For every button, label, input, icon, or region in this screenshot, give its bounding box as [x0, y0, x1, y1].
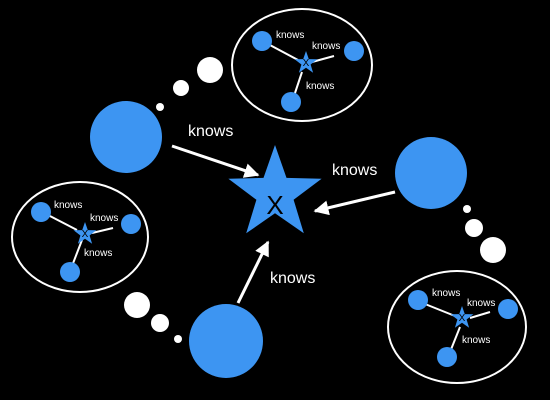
cluster-center-label: X	[82, 229, 89, 240]
bubble	[174, 335, 182, 343]
cluster-edge-label: knows	[467, 298, 495, 309]
node-right	[395, 137, 467, 209]
cluster-edge	[424, 303, 456, 317]
bubble	[465, 219, 483, 237]
cluster-center-star	[294, 51, 318, 73]
cluster-center-star	[73, 222, 97, 244]
cluster-node	[121, 214, 141, 234]
cluster-node	[408, 290, 428, 310]
bubble	[156, 103, 164, 111]
edge-right-to-x	[313, 190, 396, 216]
node-bottom	[189, 304, 263, 378]
cluster-bottom-right: X knows knows knows	[387, 270, 527, 384]
cluster-outline	[387, 270, 527, 384]
cluster-edge-label: knows	[276, 30, 304, 41]
bubble	[463, 205, 471, 213]
cluster-edge-label: knows	[54, 200, 82, 211]
cluster-top: X knows knows knows	[231, 8, 373, 122]
cluster-edge-label: knows	[306, 81, 334, 92]
edge-label-right: knows	[332, 162, 377, 179]
bubble	[173, 80, 189, 96]
cluster-center-star	[450, 306, 474, 328]
cluster-edge	[449, 326, 461, 353]
edge-label-top-left: knows	[188, 123, 233, 140]
bubble	[124, 292, 150, 318]
cluster-edge	[311, 55, 335, 63]
cluster-edge	[47, 214, 78, 231]
edge-bottom-to-x	[236, 240, 270, 304]
cluster-edge	[91, 227, 114, 234]
cluster-outline	[231, 8, 373, 122]
cluster-center-label: X	[303, 58, 310, 69]
cluster-edge-label: knows	[90, 213, 118, 224]
cluster-node	[437, 347, 457, 367]
cluster-left: X knows knows knows	[11, 181, 149, 293]
cluster-outline	[11, 181, 149, 293]
edge-label-bottom: knows	[270, 270, 315, 287]
cluster-center-label: X	[459, 313, 466, 324]
center-node-star	[228, 145, 322, 234]
bubble	[151, 314, 169, 332]
bubble	[197, 57, 223, 83]
node-top-left	[90, 101, 162, 173]
cluster-node	[31, 202, 51, 222]
cluster-edge-label: knows	[432, 288, 460, 299]
cluster-node	[60, 262, 80, 282]
edge-top-left-to-x	[171, 144, 260, 178]
cluster-node	[281, 92, 301, 112]
cluster-node	[344, 41, 364, 61]
cluster-edge-label: knows	[312, 41, 340, 52]
cluster-edge-label: knows	[84, 248, 112, 259]
cluster-edge	[267, 43, 299, 61]
cluster-edge	[71, 239, 83, 267]
cluster-node	[498, 299, 518, 319]
cluster-edge-label: knows	[462, 335, 490, 346]
cluster-node	[252, 31, 272, 51]
cluster-edge	[469, 311, 491, 319]
center-node-label: X	[266, 190, 283, 220]
bubble	[480, 237, 506, 263]
